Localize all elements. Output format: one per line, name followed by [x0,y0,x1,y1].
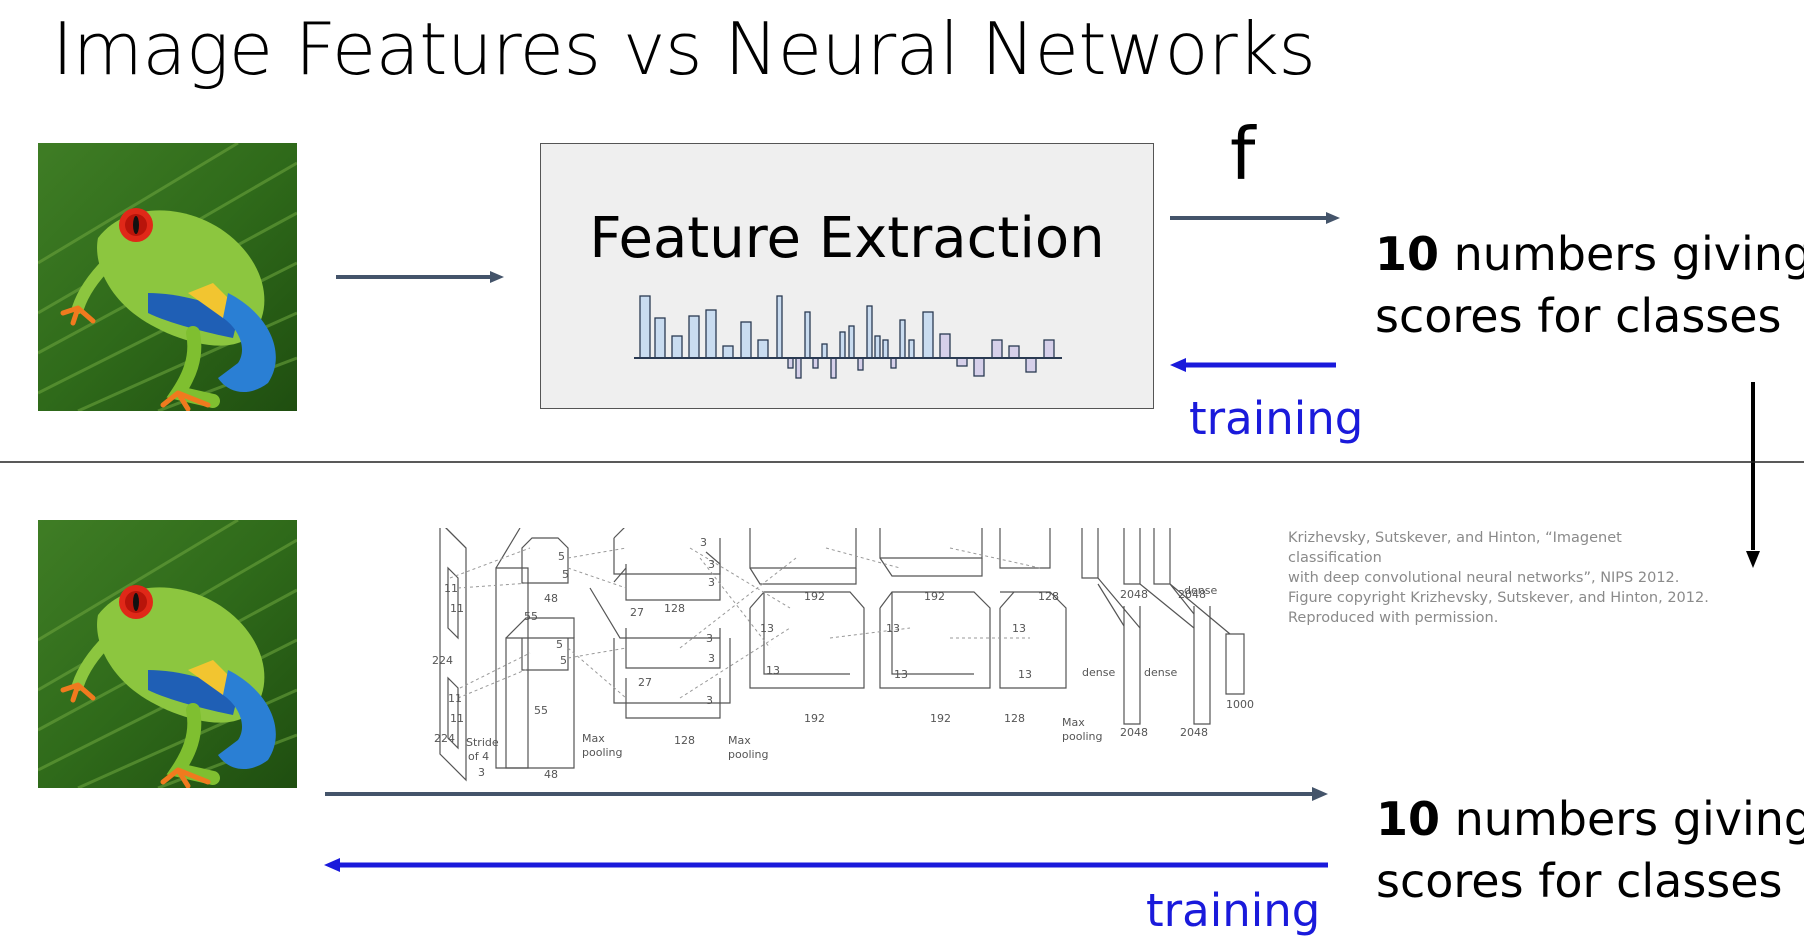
net-label: 3 [700,536,707,549]
net-label: 3 [708,558,715,571]
net-label: 48 [544,768,558,781]
citation-line: Reproduced with permission. [1288,610,1499,626]
net-label: dense [1184,584,1217,597]
bottom-output-count: 10 [1376,792,1441,846]
net-label: 2048 [1120,588,1148,601]
net-label: pooling [728,748,769,761]
net-label: 1000 [1226,698,1254,711]
frog-image-bottom [38,520,297,788]
net-label: 55 [534,704,548,717]
net-label: 27 [630,606,644,619]
net-label: dense [1082,666,1115,679]
net-label: 5 [558,550,565,563]
alexnet-diagram: 11 11 224 11 11 224 Stride of 4 3 55 55 … [432,528,1254,782]
net-label: 5 [556,638,563,651]
arrow-right-icon [1170,212,1340,224]
arrow-left-icon [324,858,1328,872]
net-label: dense [1144,666,1177,679]
citation-line: with deep convolutional neural networks”… [1288,570,1680,586]
net-label: 48 [544,592,558,605]
citation: Krizhevsky, Sutskever, and Hinton, “Imag… [1288,528,1718,628]
net-label: 3 [478,766,485,779]
top-training-label: training [1189,392,1364,445]
net-label: 13 [886,622,900,635]
top-output-line1: 10 numbers giving [1375,223,1804,285]
bottom-output-line1: 10 numbers giving [1376,788,1804,850]
feature-histogram [634,295,1062,379]
slide-title: Image Features vs Neural Networks [52,7,1316,91]
citation-line: Figure copyright Krizhevsky, Sutskever, … [1288,590,1709,606]
bottom-training-label: training [1146,884,1321,937]
top-output-text: numbers giving [1439,227,1804,281]
net-label: 5 [562,568,569,581]
net-label: 13 [894,668,908,681]
bottom-output-line2: scores for classes [1376,854,1783,908]
net-label: pooling [1062,730,1103,743]
net-label: 5 [560,654,567,667]
net-label: 3 [706,694,713,707]
top-output-count: 10 [1375,227,1440,281]
feature-extraction-label: Feature Extraction [589,206,1105,271]
net-label: 27 [638,676,652,689]
net-label: Max [728,734,751,747]
net-label: pooling [582,746,623,759]
frog-image [38,143,297,411]
net-label: 192 [930,712,951,725]
net-label: 224 [432,654,453,667]
net-label: 128 [1004,712,1025,725]
net-label: 2048 [1180,726,1208,739]
net-label: 224 [434,732,455,745]
net-label: 13 [760,622,774,635]
function-f-label: f [1230,112,1256,196]
net-label: of 4 [468,750,489,763]
net-label: 128 [664,602,685,615]
net-label: Stride [466,736,499,749]
net-label: 55 [524,610,538,623]
net-label: 11 [448,692,462,705]
net-label: 3 [708,652,715,665]
net-label: 128 [1038,590,1059,603]
net-label: 11 [444,582,458,595]
net-label: 13 [1012,622,1026,635]
net-label: 3 [706,632,713,645]
arrow-right-icon [336,271,504,283]
net-label: 11 [450,712,464,725]
arrow-right-icon [325,787,1328,801]
net-label: 2048 [1120,726,1148,739]
bottom-output-text: numbers giving [1440,792,1804,846]
top-output-line2: scores for classes [1375,289,1782,343]
net-label: 192 [804,712,825,725]
net-label: 13 [1018,668,1032,681]
net-label: 128 [674,734,695,747]
arrow-down-icon [1746,382,1760,568]
citation-line: Krizhevsky, Sutskever, and Hinton, “Imag… [1288,530,1622,566]
net-label: 192 [924,590,945,603]
net-label: 192 [804,590,825,603]
net-label: 13 [766,664,780,677]
arrow-left-icon [1170,358,1336,372]
net-label: Max [582,732,605,745]
net-label: 3 [708,576,715,589]
net-label: 11 [450,602,464,615]
feature-extraction-box [540,143,1154,409]
net-label: 2048 [1178,588,1206,601]
net-label: Max [1062,716,1085,729]
